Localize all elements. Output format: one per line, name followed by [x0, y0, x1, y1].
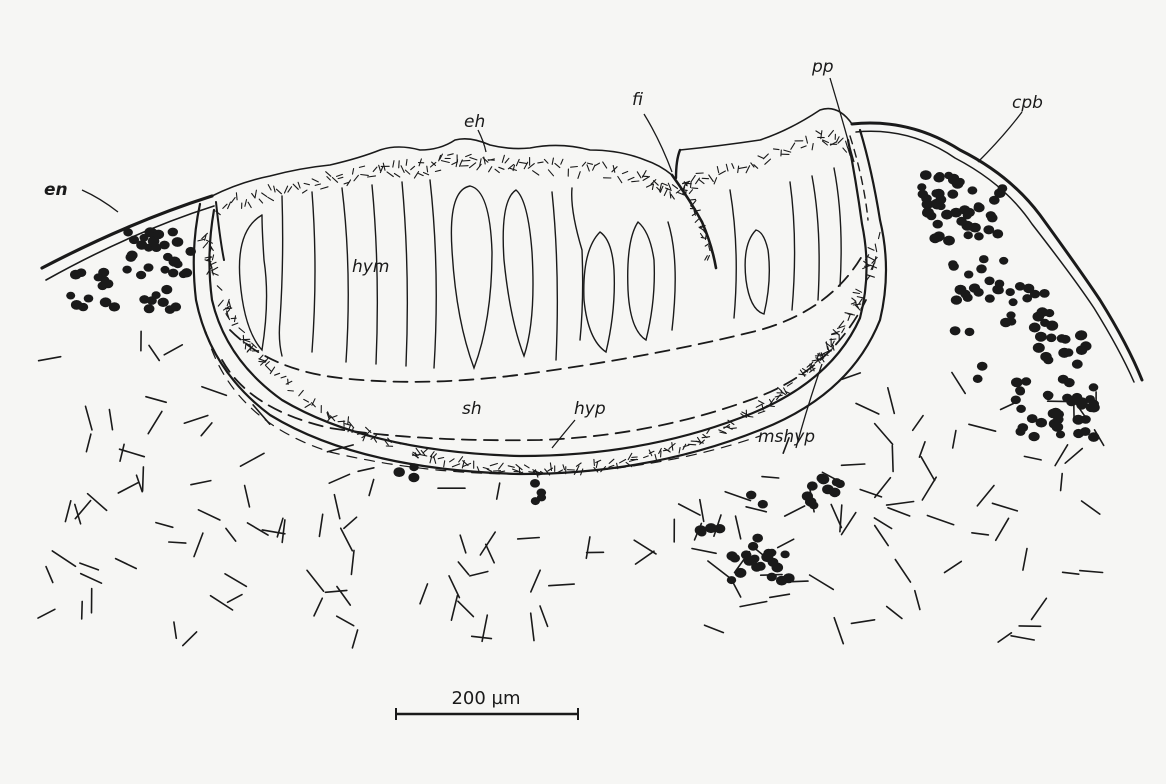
label-pp: pp — [811, 57, 834, 77]
label-leaders — [82, 78, 1022, 448]
fissure — [672, 175, 716, 268]
label-fi: fi — [632, 90, 643, 110]
label-mshyp: mshyp — [758, 427, 815, 447]
scale-bar-label: 200 µm — [451, 688, 520, 709]
leader-cpb — [978, 112, 1022, 162]
leader-fi — [644, 114, 672, 172]
leader-pp — [830, 78, 854, 162]
medulla-hyphae — [38, 331, 1104, 648]
scale-bar: 200 µm — [396, 688, 578, 720]
exciple-outer — [194, 130, 886, 474]
label-sh: sh — [462, 399, 482, 419]
label-eh: eh — [464, 112, 485, 132]
epihymenium-surface — [212, 139, 672, 196]
leader-en — [82, 190, 118, 212]
hymenium-base-dashed — [230, 256, 862, 382]
algal-cells — [66, 170, 1100, 585]
leader-hyp — [552, 420, 575, 448]
label-en: en — [44, 180, 68, 200]
epihymenium-hatching — [216, 131, 850, 261]
apothecium-outline — [194, 109, 886, 475]
hymenium-paraphyses — [239, 168, 841, 368]
exciple-inner — [209, 140, 866, 456]
label-hyp: hyp — [574, 399, 606, 419]
label-cpb: cpb — [1012, 93, 1043, 113]
thallus-surface-right — [852, 123, 1142, 382]
label-hym: hym — [352, 257, 389, 277]
